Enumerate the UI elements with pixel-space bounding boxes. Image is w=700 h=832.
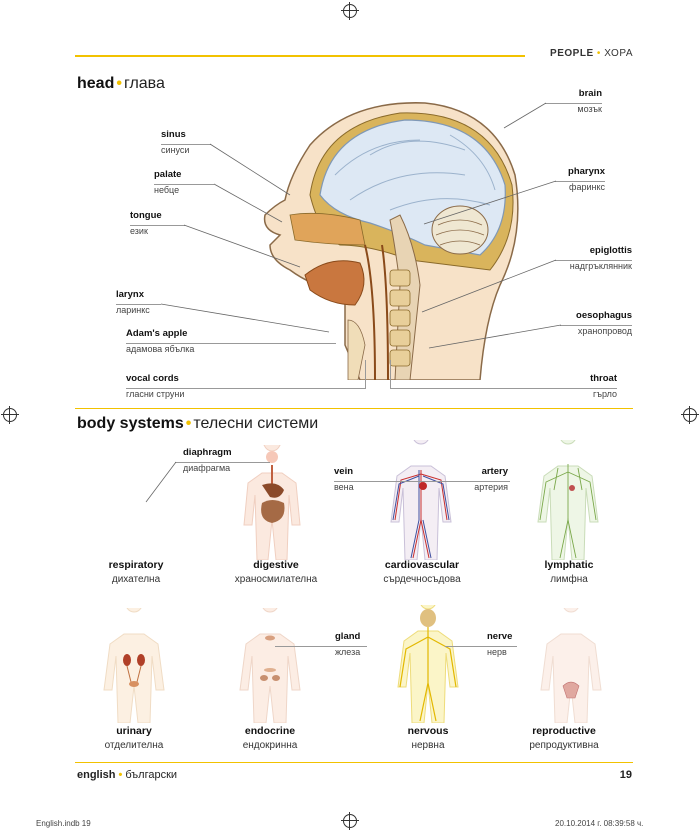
label-pharynx: pharynx фаринкс (568, 166, 605, 192)
leader-pharynx (423, 180, 557, 225)
urinary-system-figure (103, 608, 165, 723)
head-cross-section-illustration (263, 102, 519, 380)
label-diaphragm: diaphragm диафрагма (183, 447, 232, 473)
print-file-slug: English.indb 19 (36, 819, 91, 828)
leader-sinus (209, 143, 291, 196)
footer-rule (75, 762, 633, 763)
reproductive-system-figure (540, 608, 602, 723)
section-divider (75, 408, 633, 409)
leader-brain (503, 102, 547, 129)
cardiovascular-system-figure (390, 440, 452, 560)
system-reproductive: reproductive репродуктивна (529, 725, 599, 751)
endocrine-system-figure (239, 608, 301, 723)
system-urinary: urinary отделителна (104, 725, 164, 751)
label-vocal-cords: vocal cords гласни струни (126, 373, 185, 399)
registration-mark-bottom (341, 812, 359, 830)
leader-diaphragm (145, 461, 177, 503)
footer-language: english•български (77, 769, 178, 781)
category-label: PEOPLE • ХОРА (550, 48, 633, 59)
label-palate: palate небце (154, 169, 182, 195)
registration-mark-left (1, 406, 19, 424)
print-timestamp: 20.10.2014 г. 08:39:58 ч. (555, 819, 644, 828)
label-oesophagus: oesophagus хранопровод (576, 310, 632, 336)
label-vein: vein вена (334, 466, 354, 492)
label-adams-apple: Adam's apple адамова ябълка (126, 328, 195, 354)
system-nervous: nervous нервна (407, 725, 449, 751)
digestive-system-figure (243, 445, 301, 560)
label-tongue: tongue език (130, 210, 162, 236)
leader-oesophagus (428, 324, 562, 349)
leader-palate (213, 183, 283, 223)
label-throat: throat гърло (590, 373, 617, 399)
label-larynx: larynx ларинкс (116, 289, 150, 315)
label-gland: gland жлеза (335, 631, 361, 657)
system-cardiovascular: cardiovascular сърдечносъдова (383, 559, 461, 585)
leader-larynx (160, 303, 330, 333)
system-endocrine: endocrine ендокринна (242, 725, 298, 751)
label-nerve: nerve нерв (487, 631, 513, 657)
registration-mark-top (341, 2, 359, 20)
label-artery: artery артерия (474, 466, 508, 492)
registration-mark-right (681, 406, 699, 424)
leader-epiglottis (421, 259, 557, 313)
label-epiglottis: epiglottis надгръклянник (569, 245, 632, 271)
page-header: PEOPLE • ХОРА (75, 45, 633, 65)
label-sinus: sinus синуси (161, 129, 190, 155)
system-digestive: digestive храносмилателна (234, 559, 318, 585)
head-section-title: head•глава (77, 75, 165, 92)
leader-tongue (183, 224, 301, 268)
system-lymphatic: lymphatic лимфна (544, 559, 594, 585)
page-number: 19 (619, 769, 632, 781)
label-brain: brain мозък (577, 88, 602, 114)
system-respiratory: respiratory дихателна (108, 559, 164, 585)
lymphatic-system-figure (537, 440, 599, 560)
body-systems-section-title: body systems•телесни системи (77, 415, 319, 432)
header-rule (75, 55, 525, 57)
nervous-system-figure (397, 605, 459, 723)
